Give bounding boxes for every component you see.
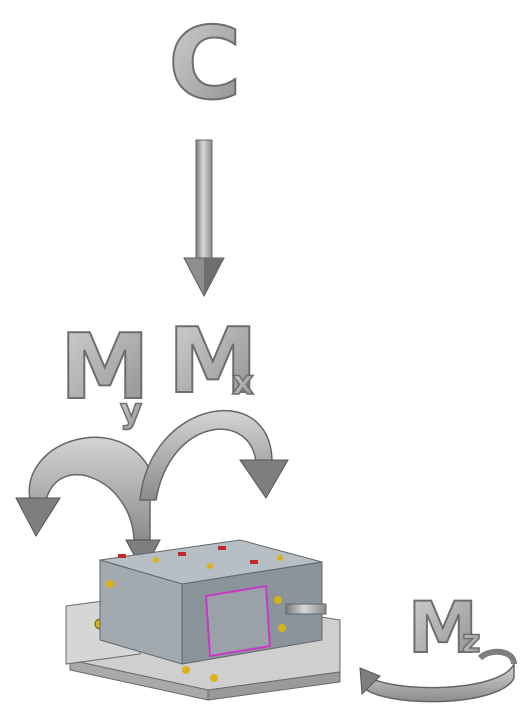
moment-z-arrow-icon [359, 648, 517, 703]
moment-x-arrow-icon [139, 410, 289, 501]
svg-text:y: y [120, 391, 142, 431]
moment-y-arrow-icon [15, 436, 161, 574]
svg-text:M: M [60, 315, 150, 420]
force-arrow-icon [183, 139, 225, 298]
svg-text:x: x [232, 363, 254, 403]
moment-x-label: M x [167, 308, 259, 415]
moment-z-label: M z [407, 586, 481, 670]
force-label: C [168, 5, 241, 122]
moment-y-label: M y [59, 314, 151, 432]
svg-text:z: z [462, 622, 481, 660]
svg-text:M: M [168, 309, 258, 414]
linear-slide-unit-icon [65, 539, 341, 701]
svg-text:M: M [408, 587, 478, 669]
